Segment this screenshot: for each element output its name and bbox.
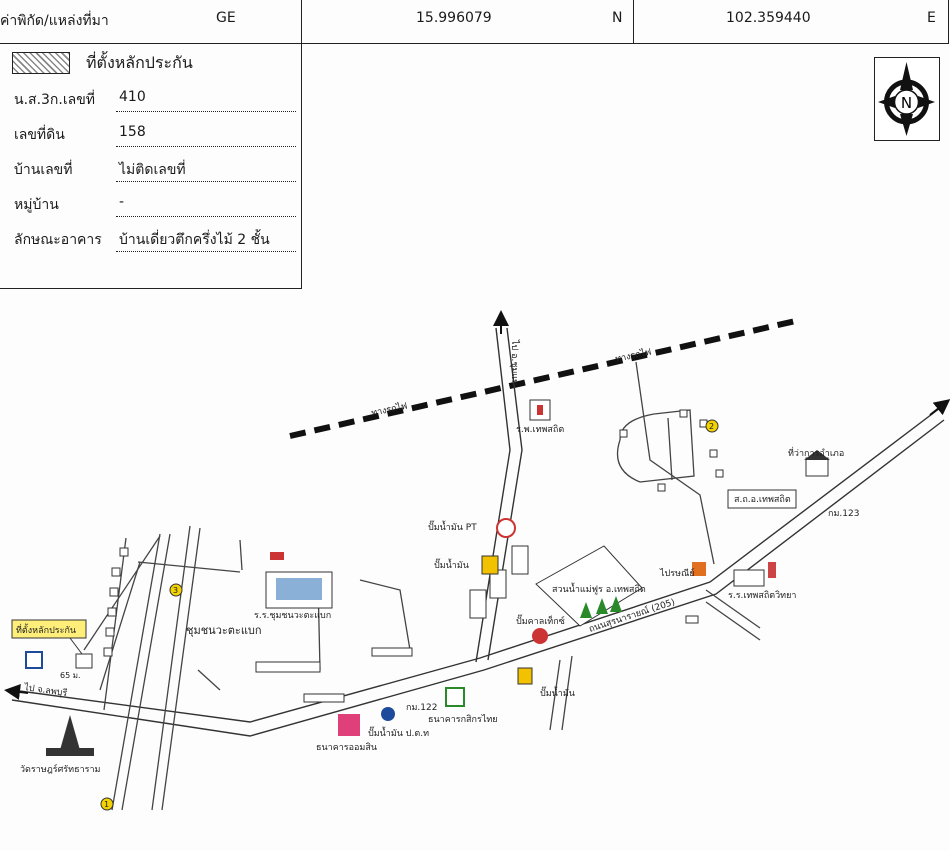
bank-logo-icon <box>25 651 43 669</box>
location-map: ทางรถไฟ ทางรถไฟ ไป อ.ชุมแพ ไป จ.ลพบุรี <box>4 310 950 811</box>
caltex-label: ปั๊มคาลเท็กซ์ <box>516 614 565 627</box>
marker-1-icon <box>100 797 114 811</box>
field-label: หมู่บ้าน <box>14 197 59 213</box>
marker-1-label: 1 <box>104 800 109 809</box>
field-value: 410 <box>119 89 146 105</box>
gas-station-label: ปั๊มน้ำมัน <box>434 558 469 571</box>
source-cell: ค่าพิกัด/แหล่งที่มา GE <box>0 0 302 44</box>
dotted-line <box>116 146 296 147</box>
collateral-tag-box <box>11 619 87 639</box>
km122-label: กม.122 <box>406 703 437 713</box>
pt-gas-icon <box>496 518 516 538</box>
side-roads <box>83 361 761 811</box>
building-blocks <box>103 409 724 703</box>
field-label: ลักษณะอาคาร <box>14 232 102 248</box>
main-highway <box>11 407 945 737</box>
post-office-label: ไปรษณีย์ <box>659 567 695 579</box>
temple-icon <box>60 715 80 750</box>
field-label: บ้านเลขที่ <box>14 162 73 178</box>
collateral-plot <box>75 653 93 669</box>
field-row-title-deed: น.ส.3ก.เลขที่ 410 <box>0 89 300 123</box>
community-label: ชุมชนวะตะแบก <box>186 624 262 637</box>
school-left-icon <box>265 552 333 609</box>
latitude-value: 15.996079 <box>416 10 492 26</box>
district-admin-box <box>727 489 797 509</box>
field-row-land-number: เลขที่ดิน 158 <box>0 124 300 158</box>
marker-2-label: 2 <box>709 422 714 431</box>
temple-label: วัดราษฎร์ศรัทธาราม <box>20 763 101 775</box>
field-label: น.ส.3ก.เลขที่ <box>14 92 96 108</box>
collateral-tag-label: ที่ตั้งหลักประกัน <box>16 623 76 636</box>
property-info-box: ที่ตั้งหลักประกัน น.ส.3ก.เลขที่ 410 เลขท… <box>0 44 302 289</box>
north-compass-icon: N <box>874 57 940 141</box>
field-value: 158 <box>119 124 146 140</box>
latitude-cell: 15.996079 N <box>302 0 634 44</box>
park-label: สวนน้ำแม่ฟูร อ.เทพสถิต <box>552 582 646 595</box>
field-label: เลขที่ดิน <box>14 127 65 143</box>
gas-ptt-label: ปั๊มน้ำมัน ป.ต.ท <box>368 726 429 739</box>
kasikorn-icon <box>445 687 465 707</box>
latitude-direction: N <box>612 10 623 26</box>
district-office-label: ที่ว่าการอำเภอ <box>788 446 844 459</box>
district-office-icon <box>804 450 830 477</box>
school-left-label: ร.ร.ชุมชนวะตะแบก <box>254 611 331 621</box>
dotted-line <box>116 216 296 217</box>
source-value: GE <box>216 10 236 26</box>
distance-label: 65 ม. <box>60 671 81 680</box>
gas-pt-label: ปั๊มน้ำมัน PT <box>428 520 477 533</box>
railway-label-right: ทางรถไฟ <box>614 347 652 365</box>
gsb-label: ธนาคารออมสิน <box>316 742 377 753</box>
marker-2-icon <box>705 419 719 433</box>
marker-3-label: 3 <box>173 586 178 595</box>
collateral-legend-label: ที่ตั้งหลักประกัน <box>86 53 193 72</box>
longitude-cell: 102.359440 E <box>634 0 949 44</box>
dotted-line <box>116 181 296 182</box>
school-right-icon <box>733 562 776 587</box>
park-area <box>535 545 643 627</box>
railway-line <box>289 317 801 439</box>
kasikorn-label: ธนาคารกสิกรไทย <box>428 714 498 725</box>
source-label: ค่าพิกัด/แหล่งที่มา <box>0 13 109 29</box>
dotted-line <box>116 111 296 112</box>
to-lopburi-label: ไป จ.ลพบุรี <box>23 682 68 699</box>
longitude-value: 102.359440 <box>726 10 811 26</box>
gas-station-2-icon <box>517 667 533 685</box>
compass-letter: N <box>901 94 912 112</box>
dotted-line <box>116 251 296 252</box>
collateral-pointer <box>69 637 83 655</box>
tree-icons <box>580 596 622 618</box>
caltex-icon <box>532 628 548 644</box>
field-value: ไม่ติดเลขที่ <box>119 162 186 178</box>
district-admin-label: ส.ถ.อ.เทพสถิต <box>734 494 791 505</box>
field-row-village: หมู่บ้าน - <box>0 194 300 228</box>
gsb-icon <box>338 714 360 736</box>
gas-station-icon <box>481 555 499 575</box>
field-row-building-type: ลักษณะอาคาร บ้านเดี่ยวตึกครึ่งไม้ 2 ชั้น <box>0 229 300 263</box>
collateral-legend-swatch <box>12 52 70 74</box>
longitude-direction: E <box>927 10 936 26</box>
hospital-icon <box>529 399 551 421</box>
school-right-label: ร.ร.เทพสถิตวิทยา <box>728 590 796 601</box>
hospital-label: ร.พ.เทพสถิต <box>516 424 564 435</box>
km123-label: กม.123 <box>828 509 859 519</box>
marker-3-icon <box>169 583 183 597</box>
field-value: - <box>119 194 125 210</box>
post-office-icon <box>692 562 706 576</box>
field-value: บ้านเดี่ยวตึกครึ่งไม้ 2 ชั้น <box>119 232 270 248</box>
ptt-icon <box>381 707 395 721</box>
gas-station-2-label: ปั๊มน้ำมัน <box>540 686 575 699</box>
to-chumphae-label: ไป อ.ชุมแพ <box>509 339 520 385</box>
coordinates-header: ค่าพิกัด/แหล่งที่มา GE 15.996079 N 102.3… <box>0 0 949 44</box>
field-row-house-number: บ้านเลขที่ ไม่ติดเลขที่ <box>0 159 300 193</box>
